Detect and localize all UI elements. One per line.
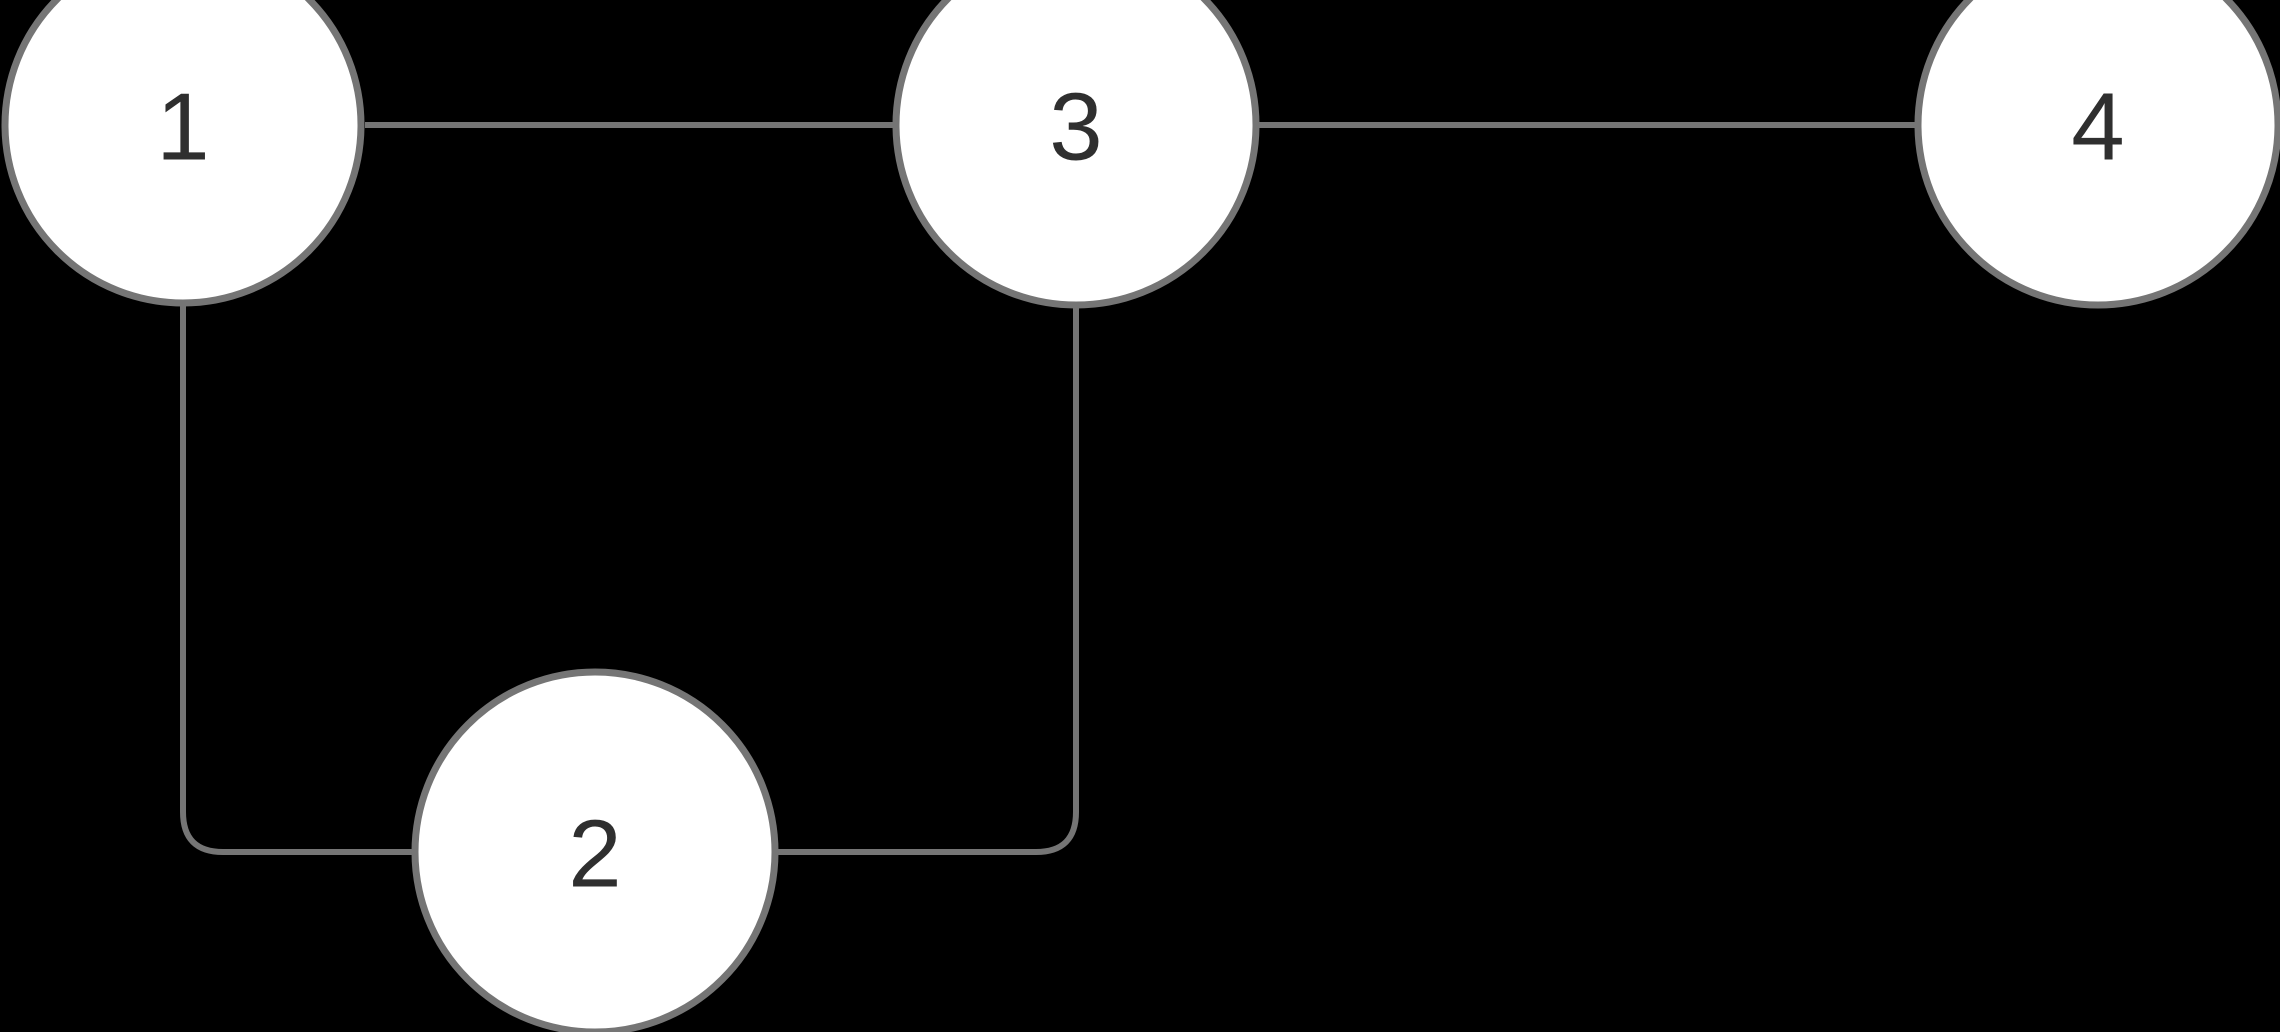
node-label-1: 1 bbox=[156, 74, 209, 181]
edges-layer bbox=[180, 122, 1916, 855]
node-label-2: 2 bbox=[568, 801, 621, 908]
node-circle-3[interactable] bbox=[892, 0, 1260, 309]
node-label-4: 4 bbox=[2071, 74, 2124, 181]
node-circle-1[interactable] bbox=[1, 0, 365, 307]
edge-2-3[interactable] bbox=[778, 308, 1079, 855]
node-4[interactable]: 4 bbox=[1914, 0, 2280, 309]
node-3[interactable]: 3 bbox=[892, 0, 1260, 309]
node-circle-4[interactable] bbox=[1914, 0, 2280, 309]
node-2[interactable]: 2 bbox=[411, 668, 779, 1032]
node-label-3: 3 bbox=[1049, 74, 1102, 181]
node-circle-2[interactable] bbox=[411, 668, 779, 1032]
node-1[interactable]: 1 bbox=[1, 0, 365, 307]
edge-1-2[interactable] bbox=[180, 306, 412, 855]
